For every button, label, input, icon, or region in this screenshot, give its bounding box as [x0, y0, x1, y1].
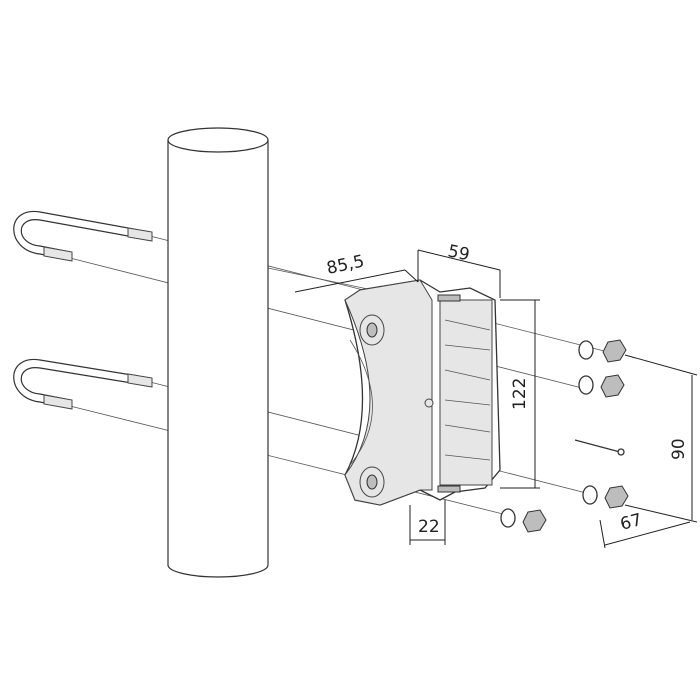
dim-label-22: 22 [418, 517, 440, 537]
dim-label-122: 122 [510, 378, 530, 410]
dim-label-59: 59 [446, 241, 471, 265]
u-bolt-bottom [13, 358, 153, 410]
dim-label-67: 67 [618, 510, 644, 535]
dimension-lines [294, 249, 698, 549]
fasteners [500, 339, 629, 533]
u-bolt-top [13, 210, 153, 262]
bracket [344, 279, 501, 506]
pole [167, 127, 269, 578]
dim-label-85-5: 85,5 [325, 251, 366, 278]
dim-label-90: 90 [669, 438, 689, 460]
